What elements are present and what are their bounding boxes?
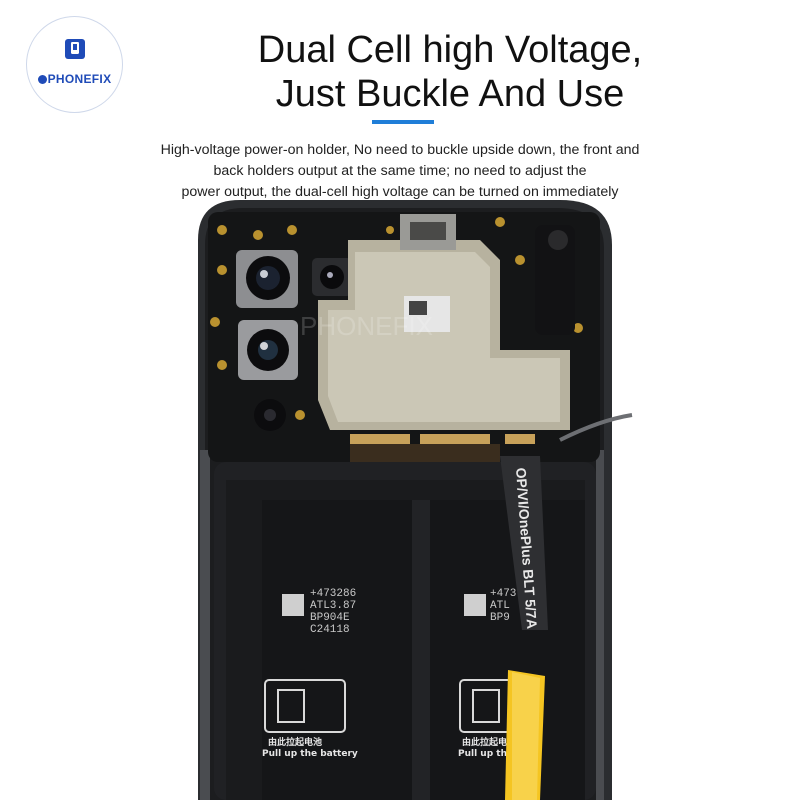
battery-model-right-line-1: +473: [490, 588, 516, 600]
pull-battery-en-right: Pull up the ba: [458, 749, 529, 759]
battery-model-right-line-3: BP9: [490, 612, 510, 624]
pull-battery-en-left: Pull up the battery: [262, 749, 358, 759]
description: High-voltage power-on holder, No need to…: [110, 140, 690, 203]
photo-watermark: PHONEFIX: [300, 311, 433, 341]
description-line-3: power output, the dual-cell high voltage…: [181, 184, 619, 200]
battery-model-line-4: C24118: [310, 624, 350, 636]
title-line-2: Just Buckle And Use: [275, 73, 625, 115]
phone-teardown-photo: +473286 ATL3.87 BP904E C24118 +473 ATL B…: [0, 200, 800, 800]
pull-battery-cn-left: 由此拉起电池: [268, 736, 322, 748]
logo-wordmark: PHONEFIX: [27, 72, 122, 86]
battery-model-line-2: ATL3.87: [310, 600, 356, 612]
title-underline: [372, 120, 434, 124]
title-line-1: Dual Cell high Voltage,: [257, 29, 643, 71]
battery-model-line-3: BP904E: [310, 612, 350, 624]
page-title: Dual Cell high Voltage, Just Buckle And …: [150, 28, 750, 116]
description-line-1: High-voltage power-on holder, No need to…: [160, 142, 640, 158]
phonefix-logo: PHONEFIX: [26, 16, 123, 113]
pull-battery-cn-right: 由此拉起电池: [462, 736, 516, 748]
phone-tool-icon: [65, 39, 85, 59]
battery-model-line-1: +473286: [310, 588, 356, 600]
holder-flex-cable: [500, 456, 548, 630]
description-line-2: back holders output at the same time; no…: [213, 163, 587, 179]
battery-model-right-line-2: ATL: [490, 600, 510, 612]
